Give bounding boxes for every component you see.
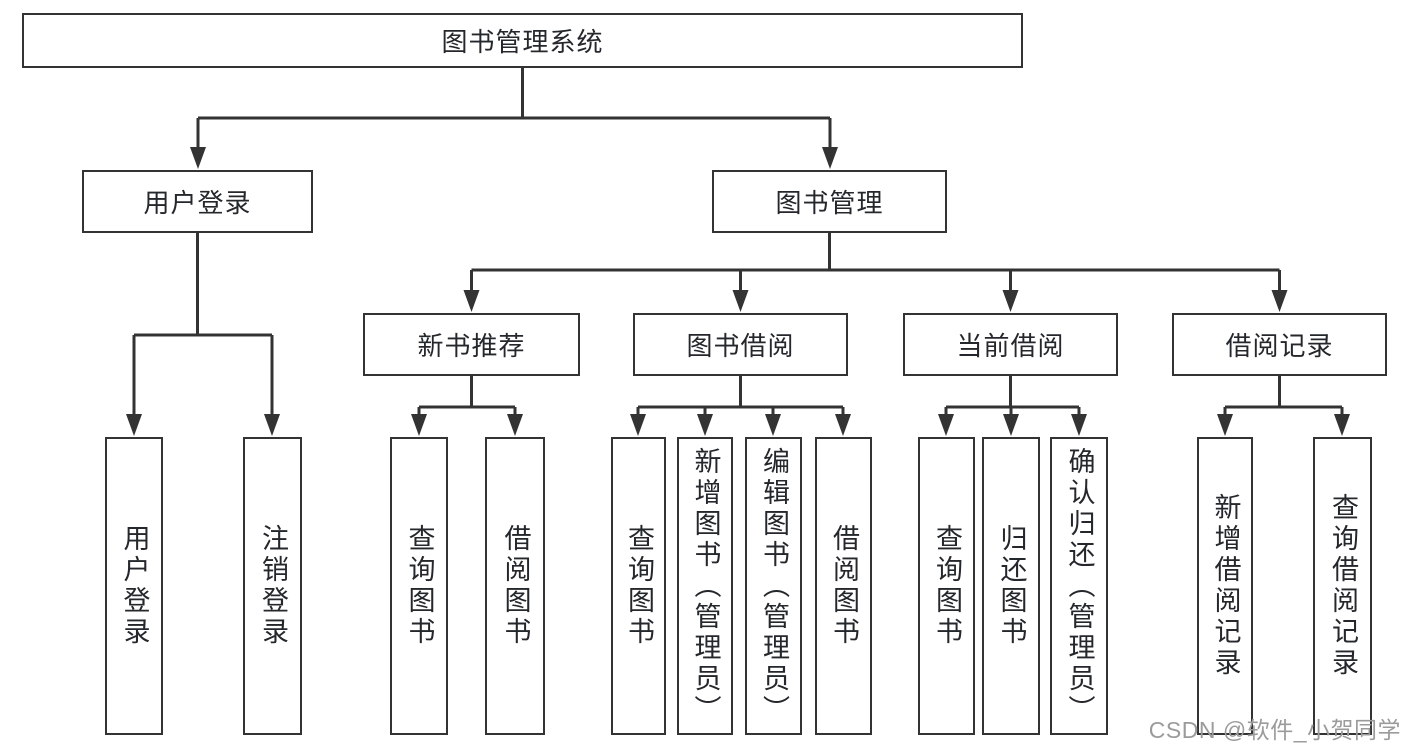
node-label: 图书借阅 xyxy=(686,331,795,361)
arrow-icon xyxy=(822,147,838,169)
arrow-icon xyxy=(630,414,646,436)
node-book-management: 图书管理 xyxy=(712,170,947,233)
connector-new-book-recommend xyxy=(417,376,517,418)
node-leaf-return-book: 归还图书 xyxy=(982,437,1040,735)
node-label: 归还图书 xyxy=(996,524,1027,648)
node-label: 查询图书 xyxy=(624,524,654,648)
node-label: 图书管理系统 xyxy=(441,27,604,57)
node-label: 借阅图书 xyxy=(500,524,531,648)
node-leaf-add-borrow-record: 新增借阅记录 xyxy=(1197,437,1253,735)
node-label: 图书管理 xyxy=(775,188,884,218)
node-label: 新增借阅记录 xyxy=(1210,493,1241,679)
arrow-icon xyxy=(1002,290,1019,312)
arrow-icon xyxy=(411,414,427,436)
connector-root xyxy=(196,68,832,150)
node-leaf-query-borrow-record: 查询借阅记录 xyxy=(1313,437,1372,735)
arrow-icon xyxy=(1071,414,1087,436)
arrow-icon xyxy=(835,414,851,436)
arrow-icon xyxy=(463,290,480,312)
node-root-library-system: 图书管理系统 xyxy=(22,13,1023,68)
arrow-icon xyxy=(1334,414,1350,436)
node-label: 用户登录 xyxy=(143,188,252,218)
node-current-borrow: 当前借阅 xyxy=(903,313,1118,376)
connector-borrow-record xyxy=(1223,376,1344,418)
node-label: 查询借阅记录 xyxy=(1328,493,1358,679)
arrow-icon xyxy=(765,414,781,436)
node-user-login: 用户登录 xyxy=(82,170,313,233)
connector-book-management xyxy=(470,233,1281,293)
node-label: 借阅图书 xyxy=(829,524,859,648)
connector-current-borrow xyxy=(944,376,1081,418)
node-leaf-user-login: 用户登录 xyxy=(105,437,163,735)
node-label: 新增图书（管理员） xyxy=(690,446,721,726)
arrow-icon xyxy=(507,414,523,436)
node-label: 编辑图书（管理员） xyxy=(759,446,789,726)
node-label: 当前借阅 xyxy=(956,331,1065,361)
node-label: 注销登录 xyxy=(258,524,288,648)
arrow-icon xyxy=(938,414,954,436)
arrow-icon xyxy=(1217,414,1233,436)
node-book-borrow: 图书借阅 xyxy=(633,313,848,376)
node-borrow-record: 借阅记录 xyxy=(1172,313,1387,376)
arrow-icon xyxy=(190,147,206,169)
node-label: 借阅记录 xyxy=(1225,331,1334,361)
node-leaf-query-book-3: 查询图书 xyxy=(918,437,975,735)
arrow-icon xyxy=(1271,290,1288,312)
node-label: 查询图书 xyxy=(404,524,435,648)
node-leaf-borrow-book-2: 借阅图书 xyxy=(815,437,872,735)
csdn-watermark: CSDN @软件_小贺同学 xyxy=(1148,717,1401,743)
arrow-icon xyxy=(1003,414,1019,436)
arrow-icon xyxy=(697,414,713,436)
node-leaf-query-book-2: 查询图书 xyxy=(611,437,666,735)
node-label: 新书推荐 xyxy=(417,331,526,361)
node-leaf-confirm-return-admin: 确认归还（管理员） xyxy=(1050,437,1108,735)
node-new-book-recommend: 新书推荐 xyxy=(363,313,580,376)
node-leaf-logout: 注销登录 xyxy=(243,437,302,735)
node-leaf-borrow-book-1: 借阅图书 xyxy=(485,437,545,735)
arrow-icon xyxy=(264,414,280,436)
node-label: 确认归还（管理员） xyxy=(1064,446,1095,726)
connector-user-login xyxy=(132,233,274,418)
arrow-icon xyxy=(732,290,749,312)
node-leaf-query-book-1: 查询图书 xyxy=(390,437,448,735)
node-leaf-add-book-admin: 新增图书（管理员） xyxy=(677,437,733,735)
node-leaf-edit-book-admin: 编辑图书（管理员） xyxy=(745,437,802,735)
node-label: 查询图书 xyxy=(932,524,962,648)
node-label: 用户登录 xyxy=(119,524,150,648)
arrow-icon xyxy=(126,414,142,436)
connector-book-borrow xyxy=(636,376,845,418)
